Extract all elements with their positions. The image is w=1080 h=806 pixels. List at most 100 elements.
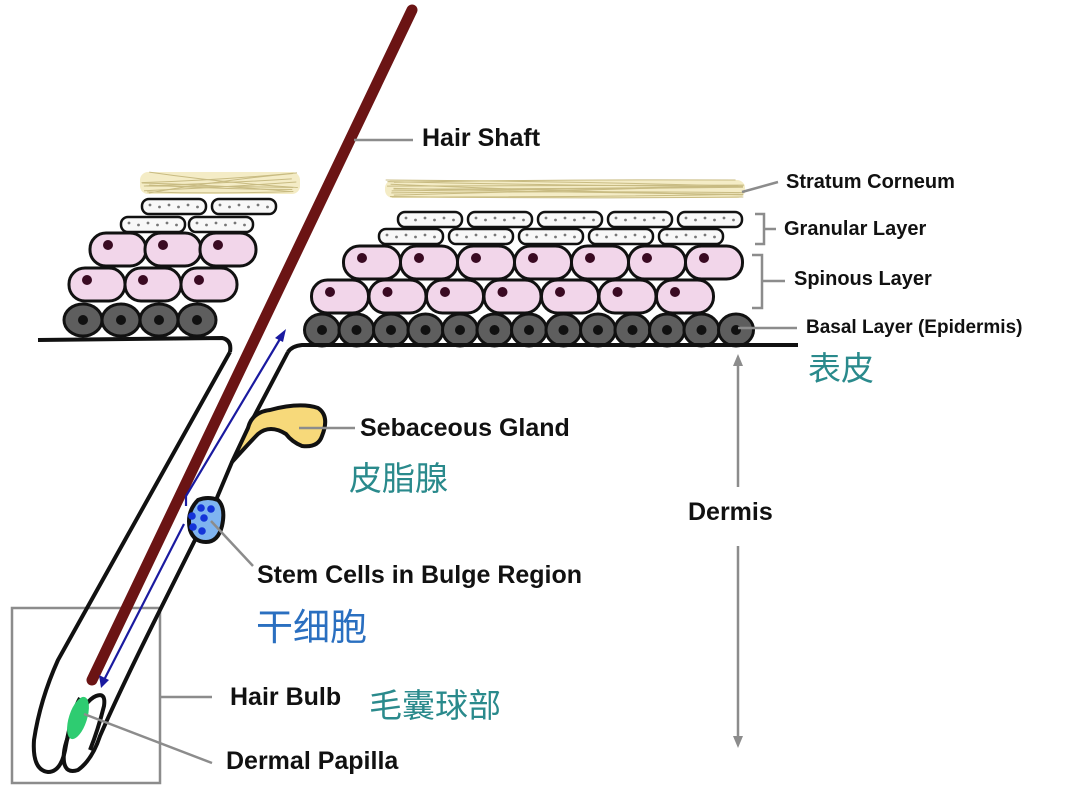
label-hair-bulb: Hair Bulb (230, 683, 341, 712)
granular-granule (723, 217, 726, 220)
granular-granule (386, 234, 389, 237)
label-stem-cells-zh: 干细胞 (256, 597, 367, 651)
granular-granule (414, 219, 417, 222)
spinous-cell-nucleus (498, 287, 508, 297)
granular-granule (156, 224, 159, 227)
granular-granule (522, 219, 525, 222)
spinous-cell-nucleus (414, 253, 424, 263)
spinous-cell (312, 280, 369, 313)
spinous-cell (599, 280, 656, 313)
granular-granule (643, 219, 646, 222)
granular-granule (615, 234, 618, 237)
granular-granule (243, 224, 246, 227)
basal-cell-nucleus (628, 325, 638, 335)
granular-granule (564, 234, 567, 237)
sebaceous-gland-shape (232, 405, 325, 462)
granular-granule (147, 222, 150, 225)
follicle-left-wall (34, 352, 230, 772)
spinous-cell-nucleus (699, 253, 709, 263)
granular-granule (685, 234, 688, 237)
granular-granule (484, 219, 487, 222)
granular-granule (605, 236, 608, 239)
spinous-cell-nucleus (471, 253, 481, 263)
granular-granule (666, 234, 669, 237)
label-sebaceous-gland-zh: 皮脂腺 (349, 452, 448, 500)
spinous-cell-nucleus (528, 253, 538, 263)
label-sebaceous-gland: Sebaceous Gland (360, 414, 570, 443)
granular-granule (634, 234, 637, 237)
granular-granule (573, 219, 576, 222)
dermis-arrow-up-icon (733, 354, 743, 366)
label-hair-shaft: Hair Shaft (422, 124, 540, 153)
basal-cell-nucleus (421, 325, 431, 335)
spinous-cell-nucleus (585, 253, 595, 263)
granular-granule (224, 224, 227, 227)
spinous-cell-nucleus (158, 240, 168, 250)
granular-granule (554, 219, 557, 222)
label-epidermis-zh: 表皮 (808, 342, 874, 390)
granular-granule (526, 234, 529, 237)
spinous-cell (629, 246, 686, 279)
granular-granule (266, 206, 269, 209)
spinous-cell (200, 233, 256, 266)
granular-granule (503, 236, 506, 239)
granular-granule (704, 234, 707, 237)
basal-cell-nucleus (593, 325, 603, 335)
spinous-cell-nucleus (383, 287, 393, 297)
granular-granule (662, 219, 665, 222)
granular-granule (443, 217, 446, 220)
granular-granule (196, 206, 199, 209)
granular-granule (694, 236, 697, 239)
granular-granule (634, 217, 637, 220)
granular-granule (583, 217, 586, 220)
spinous-cell (69, 268, 125, 301)
granular-granule (228, 206, 231, 209)
granular-granule (564, 217, 567, 220)
granular-granule (433, 236, 436, 239)
granular-granule (175, 224, 178, 227)
spinous-cell-nucleus (194, 275, 204, 285)
granular-granule (704, 217, 707, 220)
spinous-cell (542, 280, 599, 313)
granular-granule (456, 234, 459, 237)
granular-granule (247, 206, 250, 209)
granular-granule (592, 219, 595, 222)
granular-granule (257, 204, 260, 207)
granular-granule (187, 204, 190, 207)
granular-granule (694, 219, 697, 222)
granular-granule (675, 236, 678, 239)
leader-stratum-corneum (742, 182, 778, 192)
basal-cell-nucleus (154, 315, 164, 325)
leader-dermal-papilla (84, 714, 212, 763)
label-stratum-corneum: Stratum Corneum (786, 171, 955, 194)
spinous-cell-nucleus (440, 287, 450, 297)
granular-granule (554, 236, 557, 239)
granular-granule (168, 204, 171, 207)
granular-granule (158, 206, 161, 209)
spinous-cell (125, 268, 181, 301)
label-stem-cells: Stem Cells in Bulge Region (257, 561, 582, 590)
granular-granule (424, 234, 427, 237)
spinous-cell-nucleus (642, 253, 652, 263)
basal-cell-nucleus (524, 325, 534, 335)
granular-granule (653, 217, 656, 220)
bracket-spinous-layer (752, 255, 785, 308)
granular-granule (624, 219, 627, 222)
spinous-cell (90, 233, 146, 266)
spinous-cell (427, 280, 484, 313)
stratum-corneum (140, 172, 745, 198)
basal-cell-nucleus (559, 325, 569, 335)
granular-granule (596, 234, 599, 237)
granular-granule (503, 219, 506, 222)
spinous-cell-nucleus (325, 287, 335, 297)
granular-granule (475, 234, 478, 237)
granular-granule (219, 204, 222, 207)
left-basement-membrane (38, 338, 230, 352)
basal-cell-nucleus (352, 325, 362, 335)
basal-cell-nucleus (731, 325, 741, 335)
spinous-cell (484, 280, 541, 313)
spinous-cell (401, 246, 458, 279)
granular-granule (643, 236, 646, 239)
granular-granule (215, 222, 218, 225)
granular-granule (414, 236, 417, 239)
